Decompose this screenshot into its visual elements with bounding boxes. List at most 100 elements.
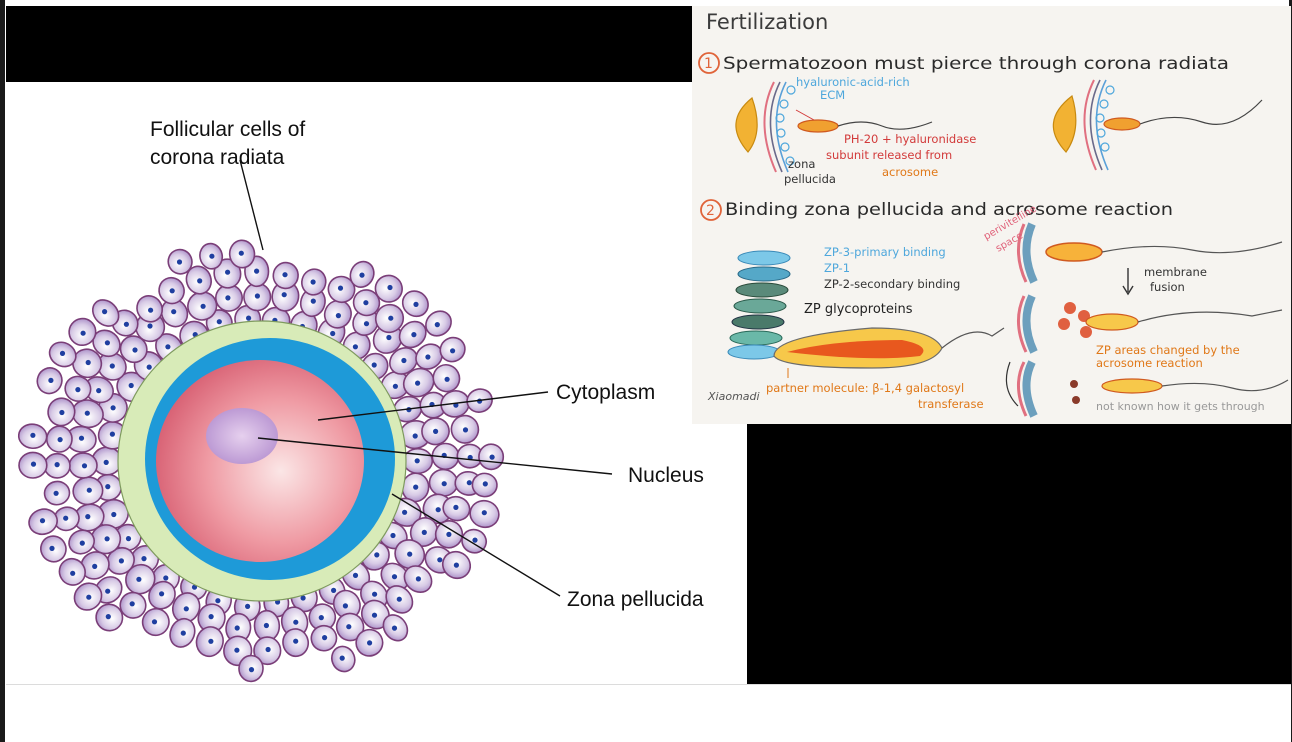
follicular-cell-nucleus [96, 388, 101, 393]
follicular-cell-nucleus [55, 462, 60, 467]
follicular-cell-nucleus [201, 304, 206, 309]
zp2-label: ZP-2-secondary binding [824, 277, 960, 291]
follicular-cell-nucleus [372, 362, 377, 367]
label-follicular-line1: Follicular cells of [150, 118, 305, 141]
follicular-cell-nucleus [254, 269, 259, 274]
follicular-cell-nucleus [363, 300, 368, 305]
follicular-cell-nucleus [235, 625, 240, 630]
follicular-cell-nucleus [364, 321, 369, 326]
follicular-cell-nucleus [463, 427, 468, 432]
follicular-cell-nucleus [209, 254, 214, 259]
follicular-cell-nucleus [343, 603, 348, 608]
step1-zona-line2: pellucida [784, 172, 836, 186]
label-follicular-line2: corona radiata [150, 146, 285, 169]
follicular-cell-nucleus [467, 480, 472, 485]
step1-right-sketch [1053, 80, 1262, 170]
follicular-cell-nucleus [111, 405, 116, 410]
black-block-top [6, 6, 692, 82]
follicular-cell-nucleus [159, 591, 164, 596]
fertilization-sketch: Fertilization 1 Spermatozoon must pierce… [692, 6, 1291, 424]
follicular-cell-nucleus [85, 411, 90, 416]
follicular-cell-nucleus [132, 347, 137, 352]
follicular-cell-nucleus [331, 588, 336, 593]
follicular-cell-nucleus [413, 433, 418, 438]
follicular-cell-nucleus [245, 604, 250, 609]
acrosome-reaction-sketches [1006, 224, 1288, 416]
zp1-label: ZP-1 [824, 261, 850, 275]
zp3-label: ZP-3-primary binding [824, 245, 946, 259]
follicular-cell-nucleus [411, 332, 416, 337]
follicular-cell-nucleus [453, 505, 458, 510]
follicular-cell-nucleus [171, 309, 176, 314]
follicular-cell-nucleus [75, 387, 80, 392]
follicular-cell-nucleus [442, 481, 447, 486]
follicular-cell-nucleus [402, 510, 407, 515]
follicular-cell-nucleus [454, 563, 459, 568]
follicular-cell-nucleus [425, 354, 430, 359]
label-cytoplasm: Cytoplasm [556, 381, 655, 404]
follicular-cell-nucleus [58, 437, 63, 442]
follicular-cell-nucleus [239, 251, 244, 256]
step1-ph20-line3: acrosome [882, 165, 938, 179]
step1-ecm-line2: ECM [820, 88, 845, 102]
follicular-cell-nucleus [450, 348, 455, 353]
follicular-cell-nucleus [346, 624, 351, 629]
follicular-cell-nucleus [105, 340, 110, 345]
follicular-cell-nucleus [40, 518, 45, 523]
step2-number: 2 [706, 203, 715, 219]
membrane-fusion-line2: fusion [1150, 280, 1185, 294]
follicular-cell-nucleus [111, 512, 116, 517]
follicular-cell-nucleus [407, 552, 412, 557]
step2-heading: Binding zona pellucida and acrosome reac… [725, 200, 1173, 220]
follicular-cell-nucleus [63, 516, 68, 521]
follicular-cell-nucleus [490, 455, 495, 460]
step1-ph20-line1: PH-20 + hyaluronidase [844, 132, 976, 146]
zp-areas-line1: ZP areas changed by the [1096, 343, 1240, 357]
follicular-cell-nucleus [92, 564, 97, 569]
follicular-cell-nucleus [148, 308, 153, 313]
follicular-cell-nucleus [110, 363, 115, 368]
follicular-cell-nucleus [86, 360, 91, 365]
follicular-cell-nucleus [163, 575, 168, 580]
step1-zona-line1: zona [788, 157, 815, 171]
step1-ph20-line2: subunit released from [826, 148, 952, 162]
follicular-cell-nucleus [415, 458, 420, 463]
partner-molecule-line1: partner molecule: β-1,4 galactosyl [766, 381, 964, 395]
follicular-cell-nucleus [436, 507, 441, 512]
follicular-cell-nucleus [129, 383, 134, 388]
follicular-cell-nucleus [152, 619, 157, 624]
follicular-cell-nucleus [54, 491, 59, 496]
follicular-cell-nucleus [197, 278, 202, 283]
step1-number: 1 [704, 56, 713, 72]
follicular-cell-nucleus [119, 558, 124, 563]
follicular-cell-nucleus [184, 606, 189, 611]
follicular-cell-nucleus [130, 601, 135, 606]
follicular-cell-nucleus [353, 344, 358, 349]
follicular-cell-nucleus [70, 571, 75, 576]
follicular-cell-nucleus [336, 313, 341, 318]
follicular-cell-nucleus [59, 410, 64, 415]
follicular-cell-nucleus [234, 648, 239, 653]
follicular-cell-nucleus [367, 640, 372, 645]
follicular-cell-nucleus [386, 335, 391, 340]
nucleus [206, 408, 278, 464]
membrane-fusion-line1: membrane [1144, 265, 1207, 279]
partner-molecule-line2: transferase [918, 397, 984, 411]
follicular-cell-nucleus [81, 331, 86, 336]
oocyte-diagram: Follicular cells of corona radiata Cytop… [0, 82, 760, 684]
follicular-cell-nucleus [86, 595, 91, 600]
follicular-cell-nucleus [105, 589, 110, 594]
follicular-cell-nucleus [393, 384, 398, 389]
follicular-cell-nucleus [415, 381, 420, 386]
follicular-cell-nucleus [165, 344, 170, 349]
follicular-cell-nucleus [446, 532, 451, 537]
follicular-cell-nucleus [330, 331, 335, 336]
follicular-cell-nucleus [445, 377, 450, 382]
follicular-cell-nucleus [177, 259, 182, 264]
follicular-cell-nucleus [30, 433, 35, 438]
follicular-cell-nucleus [249, 667, 254, 672]
follicular-cell-nucleus [483, 481, 488, 486]
label-zona-pellucida: Zona pellucida [567, 588, 704, 611]
follicular-cell-nucleus [392, 574, 397, 579]
follicular-cell-nucleus [392, 626, 397, 631]
